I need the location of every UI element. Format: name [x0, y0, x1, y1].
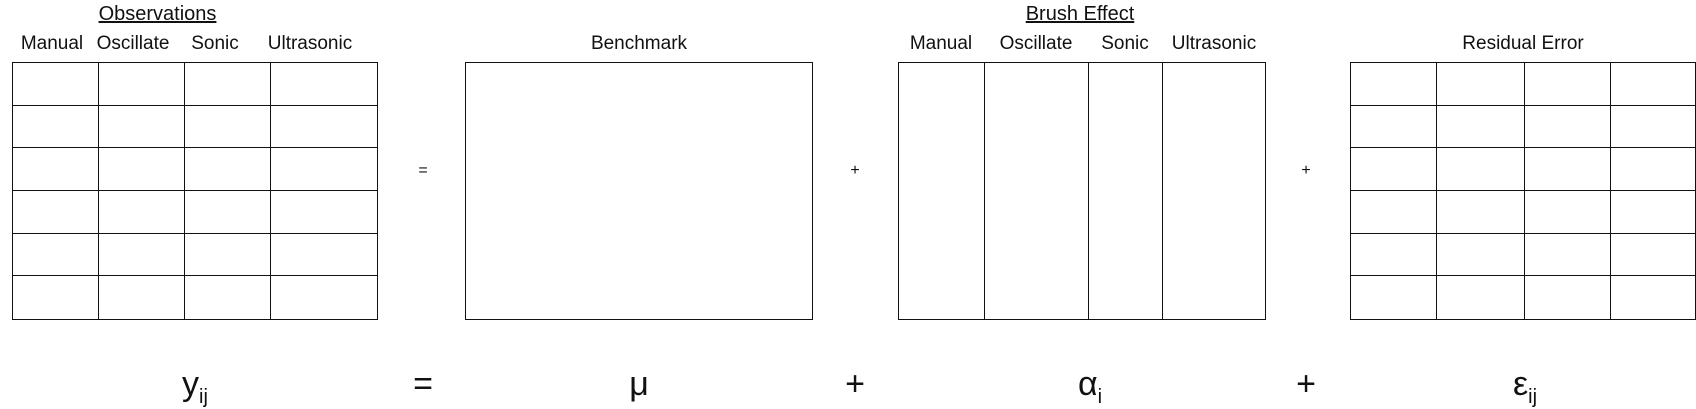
brush-effect-column [1163, 63, 1265, 319]
residual-cell [1611, 234, 1695, 277]
residual-cell [1525, 191, 1611, 234]
residual-cell [1351, 276, 1437, 319]
plus-sign-diagram-1: + [850, 162, 860, 179]
observation-cell [185, 105, 271, 149]
observation-cell [185, 63, 271, 106]
observation-cell [271, 234, 377, 277]
observation-cell [99, 276, 185, 319]
residual-cell [1525, 276, 1611, 319]
y-subscript: ij [199, 385, 208, 408]
brush-col-ultrasonic: Ultrasonic [1171, 33, 1257, 54]
observation-cell [13, 105, 99, 149]
epsilon-subscript: ij [1528, 385, 1538, 408]
equals-sign-diagram: = [418, 162, 428, 179]
y-symbol: y [182, 365, 200, 403]
residual-cell [1525, 105, 1611, 149]
benchmark-title: Benchmark [590, 33, 688, 54]
observation-cell [185, 233, 271, 277]
observation-cell [271, 63, 377, 106]
equation-plus-2: + [1296, 365, 1316, 403]
observation-cell [271, 276, 377, 319]
obs-col-ultrasonic: Ultrasonic [267, 33, 353, 54]
residual-cell [1525, 148, 1611, 191]
residual-cell [1437, 63, 1525, 106]
residual-cell [1351, 63, 1437, 106]
plus-sign-diagram-2: + [1301, 162, 1311, 179]
residual-cell [1437, 148, 1525, 191]
equation-alpha-term: αi [1060, 365, 1120, 409]
residual-cell [1351, 233, 1437, 277]
observation-cell [13, 63, 99, 106]
residual-cell [1611, 276, 1695, 319]
observation-cell [271, 106, 377, 149]
brush-effect-title: Brush Effect [1025, 3, 1135, 25]
residual-cell [1611, 63, 1695, 106]
brush-effect-column [985, 63, 1089, 319]
equation-epsilon-term: εij [1485, 365, 1565, 409]
residual-error-title: Residual Error [1462, 33, 1584, 54]
observation-cell [185, 276, 271, 319]
residual-cell [1437, 233, 1525, 277]
brush-col-oscillate: Oscillate [999, 33, 1073, 54]
obs-col-sonic: Sonic [191, 33, 239, 54]
observation-cell [99, 233, 185, 277]
epsilon-symbol: ε [1512, 365, 1529, 403]
observation-cell [13, 233, 99, 277]
brush-col-sonic: Sonic [1101, 33, 1149, 54]
residual-cell [1351, 191, 1437, 234]
residual-cell [1525, 63, 1611, 106]
equation-plus-1: + [845, 365, 865, 403]
observation-cell [271, 191, 377, 234]
alpha-subscript: i [1097, 385, 1103, 408]
observation-cell [13, 191, 99, 234]
residual-cell [1611, 148, 1695, 191]
benchmark-box [465, 62, 813, 320]
observation-cell [99, 105, 185, 149]
obs-col-oscillate: Oscillate [96, 33, 170, 54]
residual-cell [1437, 191, 1525, 234]
observation-cell [271, 148, 377, 191]
residual-cell [1611, 106, 1695, 149]
residual-cell [1351, 148, 1437, 191]
brush-effect-column [1089, 63, 1163, 319]
equation-y-term: yij [155, 365, 235, 409]
observation-cell [13, 276, 99, 319]
residual-error-table [1350, 62, 1696, 320]
observation-cell [99, 191, 185, 234]
observations-title: Observations [98, 3, 217, 25]
residual-cell [1351, 105, 1437, 149]
brush-effect-column [899, 63, 985, 319]
observation-cell [99, 63, 185, 106]
observation-cell [185, 148, 271, 191]
equation-equals: = [413, 365, 433, 403]
residual-cell [1611, 191, 1695, 234]
equation-mu-term: μ [629, 365, 649, 403]
observation-cell [185, 191, 271, 234]
observation-cell [99, 148, 185, 191]
observations-table [12, 62, 378, 320]
residual-cell [1437, 276, 1525, 319]
obs-col-manual: Manual [20, 33, 84, 54]
brush-effect-table [898, 62, 1266, 320]
residual-cell [1437, 105, 1525, 149]
observation-cell [13, 148, 99, 191]
brush-col-manual: Manual [909, 33, 973, 54]
alpha-symbol: α [1077, 365, 1098, 403]
residual-cell [1525, 233, 1611, 277]
